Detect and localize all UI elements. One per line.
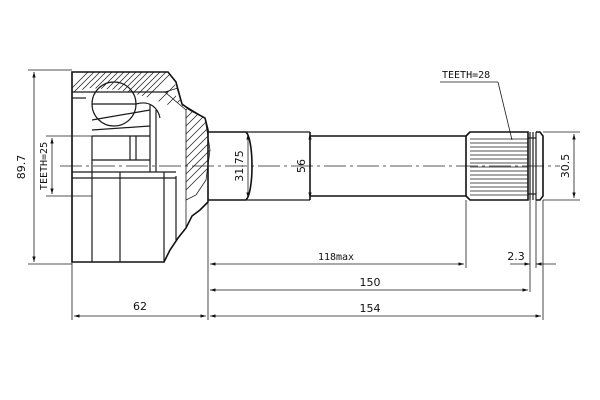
dim-spline-diameter: 30.5: [559, 154, 572, 179]
housing-hatched-section: [72, 72, 176, 108]
inner-race: [91, 81, 161, 172]
dim-inner-teeth: TEETH=25: [39, 142, 50, 190]
dim-small-offset: 2.3: [507, 250, 525, 263]
dimension-lines: [28, 69, 580, 320]
dim-length-154: 154: [360, 302, 381, 315]
dim-shaft-diameter-1: 31.75: [233, 150, 246, 182]
outer-housing: [71, 71, 209, 263]
dim-length-150: 150: [360, 276, 381, 289]
dim-housing-length: 62: [133, 300, 147, 313]
dim-overall-diameter: 89.7: [15, 155, 28, 180]
dim-shaft-diameter-2: 56: [295, 159, 308, 173]
bell-hatched-section: [164, 87, 211, 201]
dim-max-length: 118max: [318, 252, 354, 263]
dim-outer-teeth: TEETH=28: [442, 70, 490, 81]
spline-end: [465, 131, 544, 201]
